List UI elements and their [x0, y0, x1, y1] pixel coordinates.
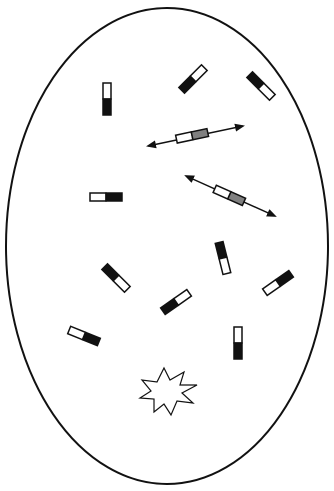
- rod-9: [68, 326, 101, 345]
- rod-3: [247, 72, 275, 100]
- double-arrow-1: [148, 126, 243, 146]
- rod-10: [234, 327, 242, 359]
- rod-2: [179, 65, 207, 93]
- rod-4: [90, 193, 122, 201]
- rod-7: [263, 271, 294, 296]
- double-arrow-2: [186, 176, 275, 216]
- oval-boundary: [6, 8, 328, 484]
- rod-1: [103, 83, 111, 115]
- rod-6: [102, 264, 130, 292]
- rod-5: [215, 242, 231, 275]
- starburst: [140, 368, 197, 415]
- rod-8: [161, 290, 192, 315]
